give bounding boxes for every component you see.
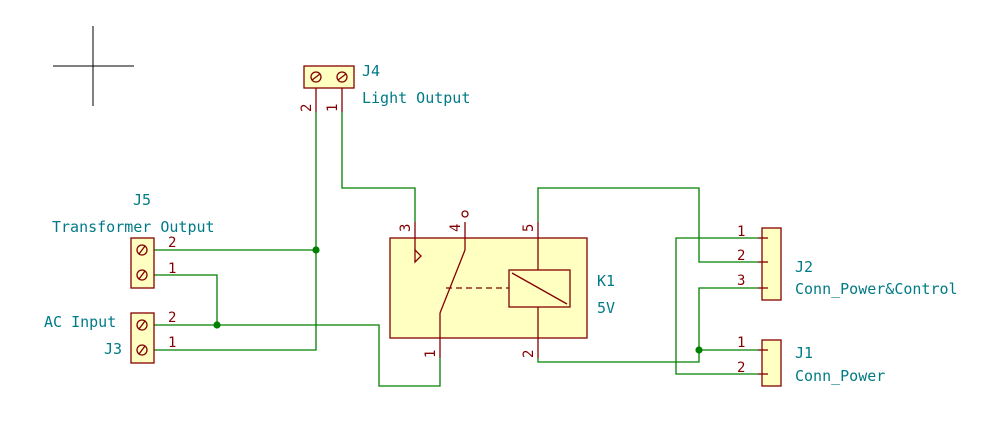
screw-terminal-icon — [136, 344, 148, 356]
j2-pin-2-number: 2 — [737, 248, 745, 264]
j1-pin-2-number: 2 — [737, 360, 745, 376]
j5-pin-2-number: 2 — [168, 235, 176, 251]
k1-pin-5-number: 5 — [521, 224, 537, 232]
j3-reference: J3 — [104, 340, 122, 358]
k1-pin-3-number: 3 — [398, 224, 414, 232]
screw-terminal-icon — [136, 244, 148, 256]
j4-reference: J4 — [362, 62, 380, 80]
j2-pin-1-number: 1 — [737, 224, 745, 240]
relay-coil-icon — [508, 238, 571, 338]
k1-pin-1-number: 1 — [423, 350, 439, 358]
k1-pin-4-open-circle — [461, 210, 469, 218]
wire-j2-1-to-j1-2 — [675, 237, 758, 375]
j1-reference: J1 — [795, 344, 813, 362]
j4-pin-1-number: 1 — [325, 104, 341, 112]
j3-value: AC Input — [44, 313, 116, 331]
j2-value: Conn_Power&Control — [795, 280, 958, 298]
wire-j4-1-to-k1-3 — [341, 112, 416, 222]
j2-reference: J2 — [795, 258, 813, 276]
j1-body — [761, 339, 782, 387]
j1-pin-1-number: 1 — [737, 335, 745, 351]
j4-value: Light Output — [362, 89, 470, 107]
screw-terminal-icon — [136, 269, 148, 281]
j1-value: Conn_Power — [795, 367, 885, 385]
connector-j5[interactable]: 2 1 J5 Transformer Output — [52, 191, 215, 289]
junction-dot — [695, 346, 703, 354]
wires — [154, 112, 758, 387]
connector-j1[interactable]: 1 2 J1 Conn_Power — [737, 335, 885, 387]
j2-body — [761, 227, 782, 301]
junction-dot — [312, 246, 320, 254]
crosshair-cursor-icon — [53, 26, 134, 106]
connector-j4[interactable]: 2 1 J4 Light Output — [299, 62, 470, 112]
screw-terminal-icon — [336, 71, 348, 83]
wire-k1-5-to-j2-2 — [537, 187, 758, 263]
j5-reference: J5 — [133, 191, 151, 209]
k1-reference: K1 — [597, 272, 615, 290]
j3-pin-1-number: 1 — [168, 335, 176, 351]
j4-pin-2-number: 2 — [299, 104, 315, 112]
wire-j5-1-to-junction — [154, 274, 218, 325]
wire-j3-2-to-k1-1 — [154, 324, 441, 387]
connector-j2[interactable]: 1 2 3 J2 Conn_Power&Control — [737, 224, 958, 301]
j5-value: Transformer Output — [52, 218, 215, 236]
wire-j4-2-to-j3-1 — [154, 112, 317, 351]
j3-pin-2-number: 2 — [168, 310, 176, 326]
screw-terminal-icon — [310, 71, 322, 83]
connector-j3[interactable]: 2 1 AC Input J3 — [44, 310, 176, 364]
k1-pin-4-number: 4 — [448, 224, 464, 232]
screw-terminal-icon — [136, 319, 148, 331]
wire-k1-2-to-j2-3 — [537, 287, 758, 363]
j5-pin-1-number: 1 — [168, 261, 176, 277]
junction-dot — [213, 321, 221, 329]
relay-k1[interactable]: 3 4 5 1 2 K1 5V — [389, 210, 615, 358]
k1-value: 5V — [597, 299, 615, 317]
j2-pin-3-number: 3 — [737, 273, 745, 289]
contact-switch-icon — [414, 210, 509, 338]
k1-pin-2-number: 2 — [521, 350, 537, 358]
